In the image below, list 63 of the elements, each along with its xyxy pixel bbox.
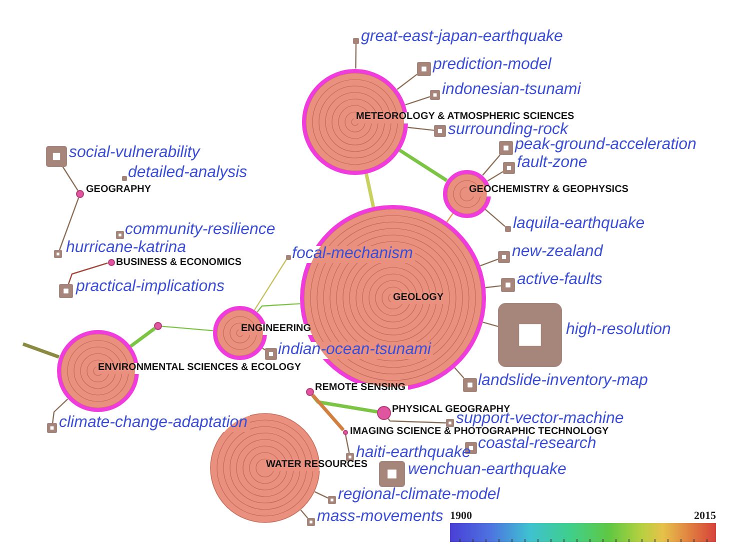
- link-line: [129, 327, 156, 348]
- category-label: GEOCHEMISTRY & GEOPHYSICS: [469, 184, 628, 196]
- category-label: GEOLOGY: [393, 292, 444, 304]
- keyword-label: great-east-japan-earthquake: [361, 28, 563, 46]
- category-label: GEOGRAPHY: [86, 184, 152, 196]
- keyword-label: new-zealand: [512, 243, 603, 261]
- link-line: [396, 74, 418, 90]
- link-line: [454, 367, 464, 378]
- link-line: [364, 172, 376, 208]
- link-line: [311, 394, 378, 414]
- category-label: IMAGING SCIENCE & PHOTOGRAPHIC TECHNOLOGY: [350, 426, 609, 437]
- keyword-label: surrounding-rock: [448, 121, 568, 138]
- link-line: [344, 434, 350, 454]
- keyword-label: laquila-earthquake: [513, 215, 645, 233]
- link-line: [68, 262, 108, 284]
- category-label: ENGINEERING: [241, 323, 312, 335]
- category-label: REMOTE SENSING: [315, 382, 406, 394]
- link-line: [446, 212, 454, 222]
- link-line: [408, 126, 434, 131]
- link-line: [256, 303, 300, 312]
- keyword-label: prediction-model: [433, 56, 552, 74]
- keyword-label: landslide-inventory-map: [478, 372, 648, 390]
- link-line: [162, 326, 214, 332]
- keyword-label: coastal-research: [478, 435, 596, 453]
- category-label: ENVIRONMENTAL SCIENCES & ECOLOGY: [98, 362, 301, 374]
- link-line: [300, 510, 308, 518]
- keyword-label: social-vulnerability: [69, 144, 200, 162]
- keyword-label: practical-implications: [76, 278, 224, 296]
- keyword-label: peak-ground-acceleration: [515, 136, 696, 154]
- keyword-label: high-resolution: [566, 321, 671, 339]
- scale-label: 1900: [450, 510, 472, 522]
- link-line: [398, 148, 448, 182]
- link-line: [52, 398, 68, 424]
- link-line: [254, 259, 287, 311]
- link-line: [485, 285, 502, 288]
- link-line: [311, 394, 345, 432]
- link-line: [58, 198, 80, 250]
- link-line: [484, 208, 506, 227]
- scale-label: 2015: [694, 510, 716, 522]
- link-line: [405, 96, 430, 106]
- keyword-label: hurricane-katrina: [66, 239, 186, 257]
- keyword-label: community-resilience: [125, 221, 276, 239]
- keyword-label: mass-movements: [317, 508, 444, 526]
- link-line: [62, 166, 78, 191]
- keyword-label: detailed-analysis: [128, 164, 248, 182]
- keyword-label: indonesian-tsunami: [442, 81, 581, 99]
- link-line: [480, 258, 498, 266]
- link-line: [22, 342, 60, 359]
- keyword-label: regional-climate-model: [338, 486, 500, 504]
- link-line: [314, 491, 328, 499]
- link-line: [482, 154, 500, 176]
- link-line: [388, 418, 446, 424]
- keyword-label: support-vector-machine: [456, 410, 624, 427]
- link-line: [355, 44, 357, 68]
- link-line: [262, 348, 266, 350]
- link-line: [482, 322, 498, 327]
- keyword-label: fault-zone: [517, 154, 588, 172]
- keyword-label: haiti-earthquake: [356, 444, 471, 461]
- category-label: BUSINESS & ECONOMICS: [116, 257, 242, 269]
- category-label: WATER RESOURCES: [266, 459, 368, 471]
- link-line: [487, 171, 504, 182]
- keyword-label: wenchuan-earthquake: [408, 461, 566, 479]
- keyword-label: active-faults: [517, 271, 602, 289]
